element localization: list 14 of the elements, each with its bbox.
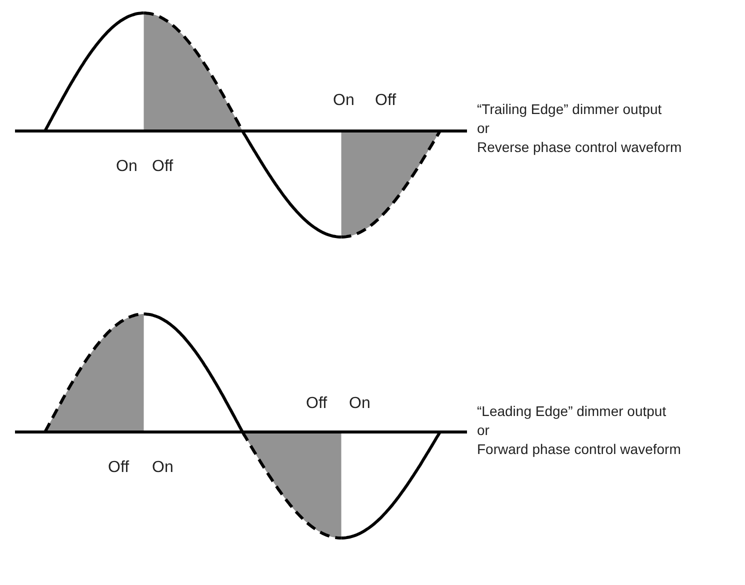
state-label: Off: [375, 91, 396, 110]
state-label: Off: [152, 157, 174, 176]
state-label: On: [116, 157, 138, 176]
state-label: On: [349, 394, 370, 414]
waveform-caption: “Trailing Edge” dimmer output: [477, 101, 662, 118]
waveform-caption: “Leading Edge” dimmer output: [477, 403, 666, 420]
state-label: Off: [108, 458, 130, 478]
state-label: Off: [306, 394, 328, 414]
waveform-caption: Forward phase control waveform: [477, 441, 681, 458]
state-label: On: [333, 91, 354, 110]
waveform-caption: or: [477, 120, 490, 137]
state-label: On: [152, 458, 174, 478]
waveform-caption: Reverse phase control waveform: [477, 139, 682, 156]
waveform-caption: or: [477, 422, 490, 439]
